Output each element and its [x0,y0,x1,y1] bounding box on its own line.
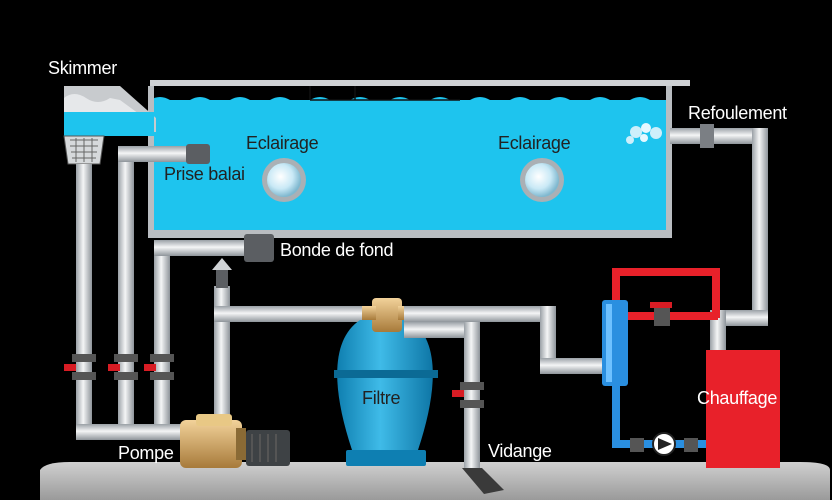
heater-unit [706,350,780,468]
light-icon [520,158,564,202]
skimmer-box [63,86,156,165]
skimmer-basket-icon [63,135,105,165]
heat-exchanger-icon [602,268,720,448]
circulator-pump-icon [630,432,698,456]
motor-icon [246,430,290,466]
label-eclairage-right: Eclairage [498,133,571,153]
label-chauffage: Chauffage [697,388,778,408]
label-eclairage-left: Eclairage [246,133,319,153]
label-pompe: Pompe [118,443,174,463]
label-prise-balai: Prise balai [164,164,245,184]
label-bonde-de-fond: Bonde de fond [280,240,394,260]
return-pipes [626,123,768,354]
ground [40,462,830,500]
pump-icon [180,414,246,468]
valve-icon [64,354,174,380]
label-vidange: Vidange [488,441,552,461]
pool-water [150,100,670,232]
bubbles-icon [626,123,662,144]
label-filtre: Filtre [362,388,401,408]
light-icon [262,158,306,202]
filter-tank-icon [334,298,438,466]
label-refoulement: Refoulement [688,103,787,123]
label-skimmer: Skimmer [48,58,117,78]
pump-outlet-pipes [212,258,374,426]
left-pipes [76,144,274,440]
filter-outlet-pipes [404,306,610,494]
pool-basin [148,80,690,238]
